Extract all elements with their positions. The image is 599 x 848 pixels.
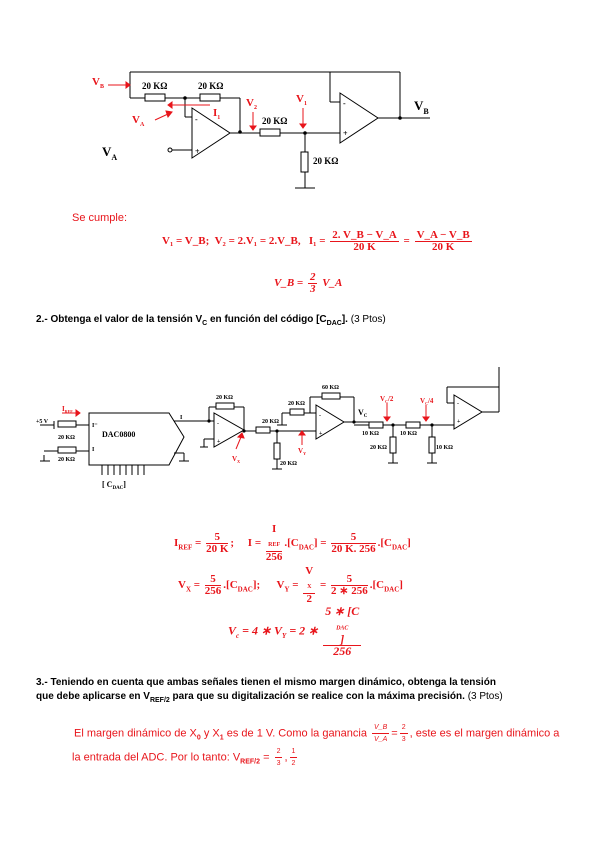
svg-text:V2: V2 xyxy=(246,97,257,111)
r4-label: 20 KΩ xyxy=(313,156,338,166)
r2-label: 20 KΩ xyxy=(198,81,223,91)
svg-text:20 KΩ: 20 KΩ xyxy=(370,445,387,451)
svg-text:-: - xyxy=(217,421,219,427)
svg-text:+: + xyxy=(319,431,323,437)
svg-text:10 KΩ: 10 KΩ xyxy=(436,445,453,451)
svg-text:+: + xyxy=(217,439,221,445)
svg-text:+: + xyxy=(343,129,348,138)
svg-text:+: + xyxy=(195,147,200,156)
svg-text:I: I xyxy=(180,415,183,421)
section1-intro: Se cumple: xyxy=(72,212,128,224)
svg-text:DAC0800: DAC0800 xyxy=(102,430,135,439)
svg-text:I1: I1 xyxy=(213,107,220,121)
svg-text:VC/4: VC/4 xyxy=(420,397,434,406)
svg-text:20 KΩ: 20 KΩ xyxy=(58,457,75,463)
svg-text:-: - xyxy=(195,115,198,124)
svg-text:VC: VC xyxy=(358,408,368,419)
svg-text:I⁻: I⁻ xyxy=(92,423,98,429)
svg-text:-: - xyxy=(457,401,459,407)
svg-text:[ CDAC]: [ CDAC] xyxy=(102,480,126,491)
svg-text:20 KΩ: 20 KΩ xyxy=(288,401,305,407)
section3-line-1: El margen dinámico de X0 y X1 es de 1 V.… xyxy=(74,724,560,743)
svg-text:VA: VA xyxy=(132,114,145,128)
circuit-diagram-2: +5 V 20 KΩ 20 KΩ I I⁻ I 20 KΩ 20 KΩ 20 K… xyxy=(36,367,500,491)
svg-text:60 KΩ: 60 KΩ xyxy=(322,385,339,391)
svg-text:+5 V: +5 V xyxy=(36,419,49,425)
svg-text:VC/2: VC/2 xyxy=(380,395,394,404)
r1-label: 20 KΩ xyxy=(142,81,167,91)
svg-text:V1: V1 xyxy=(296,93,307,107)
svg-text:-: - xyxy=(343,99,346,108)
svg-text:20 KΩ: 20 KΩ xyxy=(280,461,297,467)
svg-text:VY: VY xyxy=(298,447,306,456)
circuit-diagram-1: 20 KΩ 20 KΩ 20 KΩ 20 KΩ - + - + VB VA I1… xyxy=(92,71,430,189)
section1-equation-1: V₁ = V_B; V₂ = 2.V₁ = 2.V_B, I₁ = 2. V_B… xyxy=(162,229,472,253)
svg-text:I: I xyxy=(92,447,95,453)
r3-label: 20 KΩ xyxy=(262,116,287,126)
svg-text:VX: VX xyxy=(232,455,240,464)
question-3: 3.- Teniendo en cuenta que ambas señales… xyxy=(36,677,503,704)
svg-text:20 KΩ: 20 KΩ xyxy=(58,435,75,441)
svg-text:VB: VB xyxy=(92,76,104,90)
question-2: 2.- Obtenga el valor de la tensión VC en… xyxy=(36,314,386,327)
svg-text:VB: VB xyxy=(414,98,429,116)
svg-text:IREF: IREF xyxy=(62,405,73,414)
section3-line-2: la entrada del ADC. Por lo tanto: VREF/2… xyxy=(72,748,298,767)
svg-text:20 KΩ: 20 KΩ xyxy=(216,395,233,401)
svg-text:VA: VA xyxy=(102,144,117,162)
svg-text:-: - xyxy=(319,413,321,419)
svg-text:20 KΩ: 20 KΩ xyxy=(262,419,279,425)
svg-text:+: + xyxy=(457,419,461,425)
svg-text:10 KΩ: 10 KΩ xyxy=(400,431,417,437)
svg-text:10 KΩ: 10 KΩ xyxy=(362,431,379,437)
